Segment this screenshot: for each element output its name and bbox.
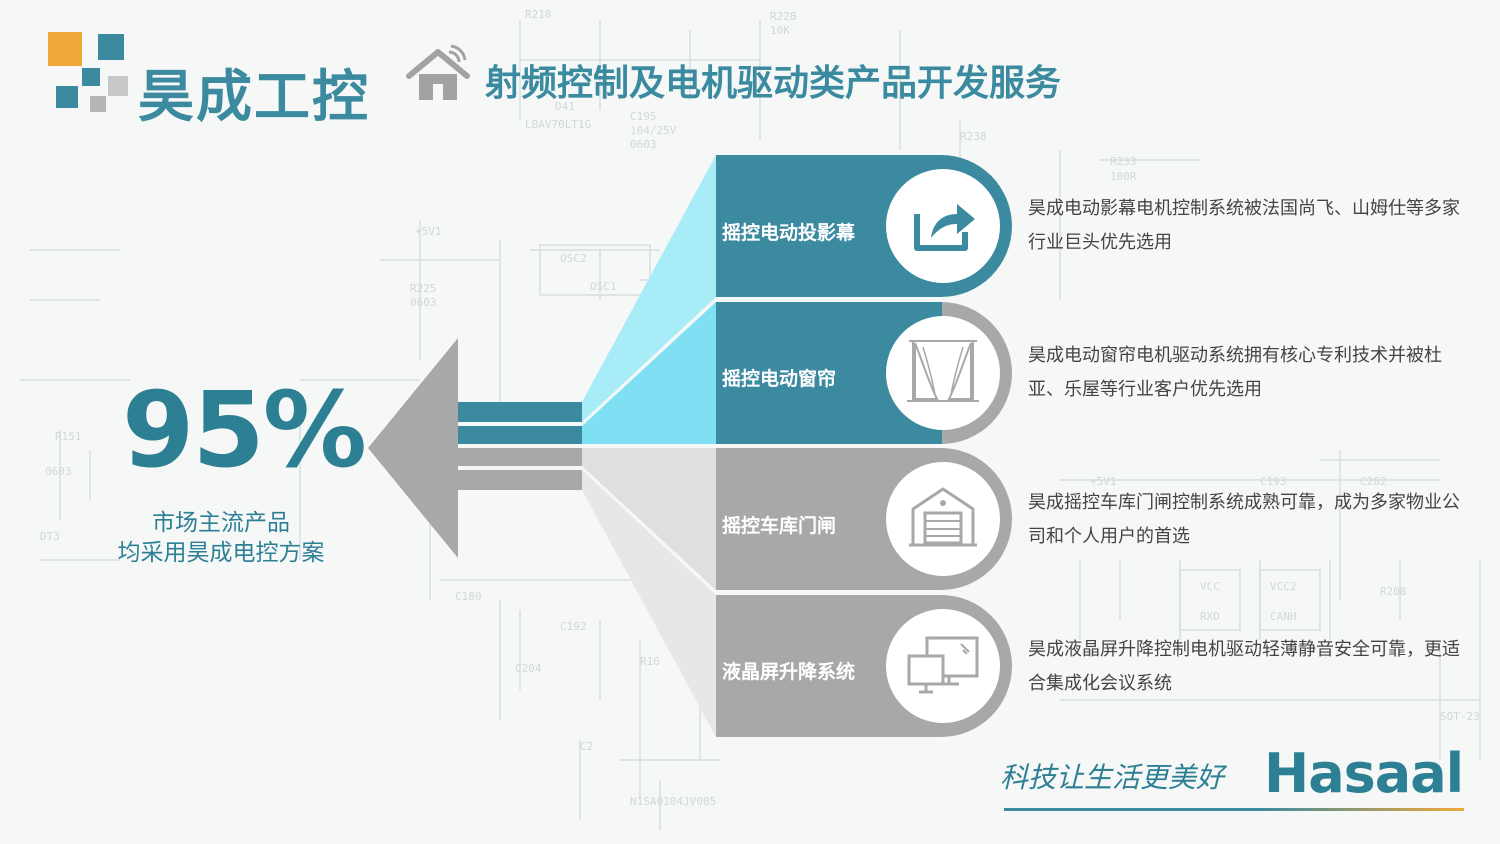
svg-text:C180: C180 [455, 590, 482, 603]
arrow-band-1 [458, 402, 582, 422]
svg-text:C193: C193 [1260, 475, 1287, 488]
svg-text:R208: R208 [1380, 585, 1407, 598]
caption-line-1: 市场主流产品 [152, 510, 290, 536]
svg-text:0603: 0603 [45, 465, 72, 478]
svg-text:VCC2: VCC2 [1270, 580, 1297, 593]
arrow-band-2 [458, 426, 582, 444]
svg-text:10K: 10K [770, 24, 790, 37]
svg-text:N1SA0104JV005: N1SA0104JV005 [630, 795, 716, 808]
svg-text:OSC1: OSC1 [590, 280, 617, 293]
svg-text:R238: R238 [960, 130, 987, 143]
svg-text:RXD: RXD [1200, 610, 1220, 623]
svg-text:+5V1: +5V1 [1090, 475, 1117, 488]
fan-3 [582, 448, 716, 590]
svg-text:104/25V: 104/25V [630, 124, 677, 137]
footer-rule [1004, 808, 1464, 811]
svg-text:100R: 100R [1110, 170, 1137, 183]
company-name: 昊成工控 [138, 65, 370, 130]
svg-text:C2: C2 [580, 740, 593, 753]
svg-text:C282: C282 [1360, 475, 1387, 488]
svg-text:+5V1: +5V1 [415, 225, 442, 238]
item-desc-garage-gate: 昊成摇控车库门闸控制系统成熟可靠，成为多家物业公司和个人用户的首选 [1028, 492, 1460, 547]
svg-text:R228: R228 [770, 10, 797, 23]
share-icon [914, 204, 975, 251]
item-desc-lcd-lift: 昊成液晶屏升降控制电机驱动轻薄静音安全可靠，更适合集成化会议系统 [1028, 639, 1460, 694]
item-desc-projector-screen: 昊成电动影幕电机控制系统被法国尚飞、山姆仕等多家行业巨头优先选用 [1028, 198, 1460, 253]
slogan: 科技让生活更美好 [1000, 761, 1225, 794]
item-desc-curtain: 昊成电动窗帘电机驱动系统拥有核心专利技术并被杜亚、乐屋等行业客户优先选用 [1028, 345, 1442, 400]
garage-icon [909, 487, 977, 547]
smart-home-icon [406, 44, 470, 100]
svg-text:C204: C204 [515, 662, 542, 675]
fan-2 [582, 302, 716, 444]
svg-text:VCC: VCC [1200, 580, 1220, 593]
svg-text:LBAV70LT1G: LBAV70LT1G [525, 118, 591, 131]
fan-4 [582, 470, 716, 737]
svg-text:R233: R233 [1110, 155, 1137, 168]
svg-text:CANH: CANH [1270, 610, 1297, 623]
item-label-garage-gate: 摇控车库门闸 [722, 515, 837, 537]
svg-text:DT3: DT3 [40, 530, 60, 543]
logo-mark-icon [48, 32, 128, 112]
svg-text:D41: D41 [555, 100, 575, 113]
caption-line-2: 均采用昊成电控方案 [117, 540, 325, 566]
svg-text:R225: R225 [410, 282, 437, 295]
arrow-band-4 [458, 470, 582, 490]
item-label-curtain: 摇控电动窗帘 [722, 368, 837, 390]
item-label-projector-screen: 摇控电动投影幕 [722, 222, 856, 244]
market-share-caption: 市场主流产品 均采用昊成电控方案 [96, 508, 346, 568]
curtain-icon [907, 340, 979, 402]
item-label-lcd-lift: 液晶屏升降系统 [722, 661, 856, 683]
arrow-head [368, 338, 458, 558]
svg-text:R16: R16 [640, 655, 660, 668]
svg-text:R218: R218 [525, 8, 552, 21]
page-title: 射频控制及电机驱动类产品开发服务 [485, 63, 1062, 104]
company-logo: 昊成工控 [46, 30, 376, 130]
svg-text:C195: C195 [630, 110, 657, 123]
svg-text:0603: 0603 [630, 138, 657, 151]
svg-text:R151: R151 [55, 430, 82, 443]
monitor-icon [907, 636, 979, 694]
arrow-band-3 [458, 448, 582, 466]
svg-text:C192: C192 [560, 620, 587, 633]
svg-text:OSC2: OSC2 [560, 252, 587, 265]
svg-text:0603: 0603 [410, 296, 437, 309]
svg-text:SOT-23: SOT-23 [1440, 710, 1480, 723]
brand-main: Hasa [1264, 742, 1411, 805]
market-share-value: 95% [122, 369, 367, 491]
fan-1 [582, 155, 716, 422]
brand-wordmark: Hasaal [1264, 742, 1464, 805]
brand-accent: al [1410, 742, 1464, 805]
